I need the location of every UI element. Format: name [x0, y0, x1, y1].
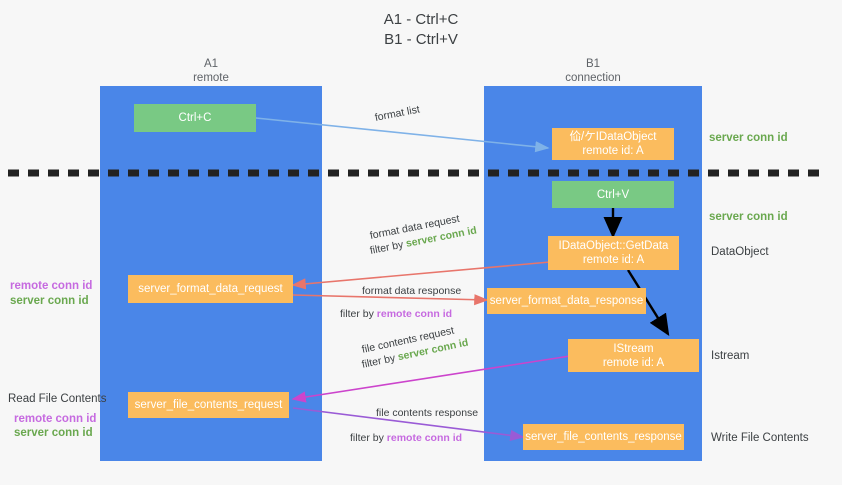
arrow-file-contents-request — [291, 355, 571, 403]
arrow-getdata-to-istream — [626, 269, 670, 337]
edge-label-format-data-response: format data response filter by remote co… — [340, 284, 462, 321]
filter-value-remote-conn-id: remote conn id — [376, 308, 453, 320]
node-server-file-contents-response-label: server_file_contents_response — [525, 431, 682, 443]
right-label-write-file-contents: Write File Contents — [711, 432, 809, 444]
filter-prefix: filter by — [340, 308, 377, 320]
left-label-server-conn-id-1: server conn id — [10, 295, 89, 307]
left-label-server-conn-id-2: server conn id — [14, 427, 93, 439]
edge-label-file-contents-response: file contents response filter by remote … — [350, 406, 479, 445]
node-idataobject-getdata[interactable]: IDataObject::GetData remote id: A — [548, 236, 679, 270]
right-label-server-conn-id-mid: server conn id — [709, 211, 788, 223]
edge-label-file-contents-response-main: file contents response — [376, 407, 479, 419]
edge-label-file-contents-response-filter: filter by remote conn id — [350, 431, 478, 445]
filter-value-remote-conn-id: remote conn id — [386, 432, 463, 444]
arrow-file-contents-response — [292, 407, 525, 441]
node-idataobject-new-label: 佡/ケIDataObject — [569, 131, 657, 143]
node-server-format-data-response-label: server_format_data_response — [489, 295, 644, 307]
lane-header-b1-name: B1 — [585, 58, 601, 70]
node-istream-label: IStream — [613, 342, 654, 355]
edge-label-format-data-response-main: format data response — [362, 285, 462, 297]
node-ctrl-c[interactable]: Ctrl+C — [134, 104, 256, 132]
node-server-format-data-response[interactable]: server_format_data_response — [487, 288, 646, 314]
lane-header-b1: B1 connection — [484, 57, 702, 85]
left-label-read-file-contents: Read File Contents — [8, 393, 107, 405]
filter-prefix: filter by — [350, 432, 387, 444]
left-label-remote-conn-id-1: remote conn id — [10, 280, 93, 292]
node-idataobject-new-sub: remote id: A — [582, 145, 644, 157]
edge-label-file-contents-request: file contents request filter by server c… — [361, 325, 471, 372]
node-istream-sub: remote id: A — [602, 356, 665, 369]
node-idataobject-getdata-label: IDataObject::GetData — [558, 240, 669, 252]
edge-label-format-data-request: format data request filter by server con… — [369, 213, 479, 258]
node-idataobject-new[interactable]: 佡/ケIDataObject remote id: A — [552, 128, 674, 160]
edge-label-format-data-response-filter: filter by remote conn id — [340, 307, 461, 321]
node-ctrl-c-label: Ctrl+C — [178, 112, 212, 124]
node-ctrl-v[interactable]: Ctrl+V — [552, 181, 674, 208]
node-server-file-contents-response[interactable]: server_file_contents_response — [523, 424, 684, 450]
right-label-dataobject: DataObject — [711, 246, 769, 258]
node-server-file-contents-request-label: server_file_contents_request — [134, 399, 283, 411]
node-server-format-data-request[interactable]: server_format_data_request — [128, 275, 293, 303]
right-label-istream: Istream — [711, 350, 750, 362]
right-label-server-conn-id-top: server conn id — [709, 132, 788, 144]
arrow-format-list — [255, 117, 550, 153]
left-label-remote-conn-id-2: remote conn id — [14, 413, 97, 425]
page-title: A1 - Ctrl+C B1 - Ctrl+V — [383, 11, 459, 48]
arrow-format-data-response — [292, 294, 489, 306]
arrow-format-data-request — [291, 261, 551, 290]
node-ctrl-v-label: Ctrl+V — [596, 188, 630, 201]
node-idataobject-getdata-sub: remote id: A — [582, 254, 645, 266]
node-server-file-contents-request[interactable]: server_file_contents_request — [128, 392, 289, 418]
lane-header-b1-role: connection — [565, 72, 621, 84]
node-istream[interactable]: IStream remote id: A — [568, 339, 699, 372]
node-server-format-data-request-label: server_format_data_request — [138, 283, 283, 295]
lane-header-a1: A1 remote — [100, 57, 322, 85]
lane-header-a1-name: A1 — [203, 58, 219, 70]
lane-header-a1-role: remote — [193, 72, 229, 84]
